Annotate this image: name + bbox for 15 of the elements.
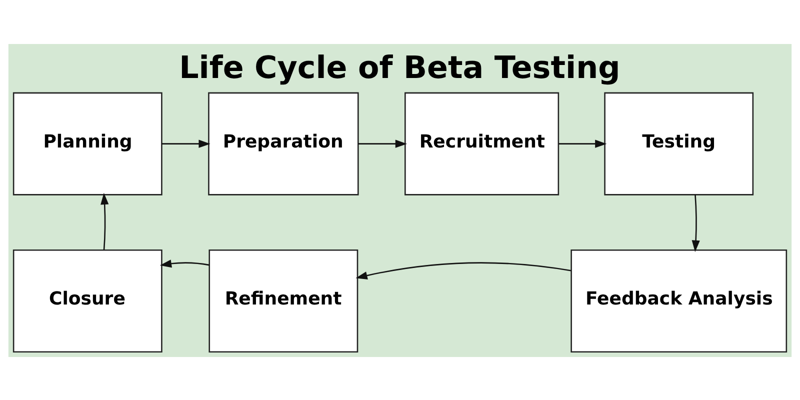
arrow	[358, 139, 407, 148]
arrow	[100, 192, 109, 250]
node-box: Preparation	[208, 92, 359, 195]
arrow	[160, 259, 210, 268]
diagram-title: Life Cycle of Beta Testing	[179, 49, 620, 86]
node-box: Planning	[12, 92, 162, 195]
arrow	[692, 194, 700, 252]
arrow	[558, 139, 607, 148]
node-box: Feedback Analysis	[570, 248, 788, 352]
arrow	[356, 262, 572, 279]
node-box: Testing	[604, 92, 754, 195]
node-box: Recruitment	[404, 92, 560, 195]
arrow	[162, 139, 210, 148]
node-box: Refinement	[208, 248, 358, 352]
node-box: Closure	[12, 248, 162, 352]
